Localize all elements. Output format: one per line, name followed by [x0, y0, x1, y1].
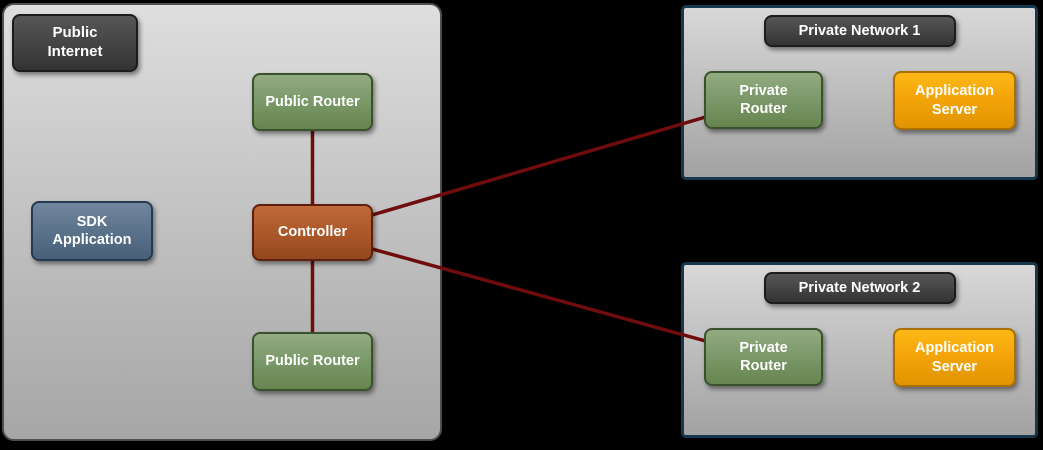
- public-router-bottom-label: Public Router: [265, 353, 360, 370]
- private-network-1-title-badge: Private Network 1: [763, 15, 956, 47]
- private-router-2-label: Private Router: [739, 339, 788, 374]
- private-network-2-title: Private Network 2: [798, 279, 921, 296]
- private-network-2-title-badge: Private Network 2: [763, 272, 956, 304]
- private-network-1-title: Private Network 1: [798, 22, 921, 39]
- application-server-1-node: Application Server: [893, 71, 1016, 130]
- application-server-2-label: Application Server: [915, 340, 994, 375]
- private-network-1-zone: Private Network 1 Private Router Applica…: [681, 5, 1038, 180]
- controller-label: Controller: [277, 224, 348, 241]
- application-server-1-label: Application Server: [915, 83, 994, 118]
- public-internet-title-badge: Public Internet: [12, 14, 138, 72]
- public-internet-zone: Public Internet Public Router Controller…: [2, 3, 442, 441]
- public-router-top-node: Public Router: [252, 73, 373, 131]
- sdk-application-node: SDK Application: [31, 201, 153, 261]
- public-internet-title: Public Internet: [47, 24, 103, 60]
- private-router-1-label: Private Router: [739, 82, 788, 117]
- public-router-bottom-node: Public Router: [252, 332, 373, 391]
- controller-node: Controller: [252, 204, 373, 261]
- private-router-1-node: Private Router: [704, 71, 823, 129]
- sdk-application-label: SDK Application: [52, 213, 132, 248]
- application-server-2-node: Application Server: [893, 328, 1016, 387]
- private-network-2-zone: Private Network 2 Private Router Applica…: [681, 262, 1038, 438]
- private-router-2-node: Private Router: [704, 328, 823, 386]
- public-router-top-label: Public Router: [265, 93, 360, 110]
